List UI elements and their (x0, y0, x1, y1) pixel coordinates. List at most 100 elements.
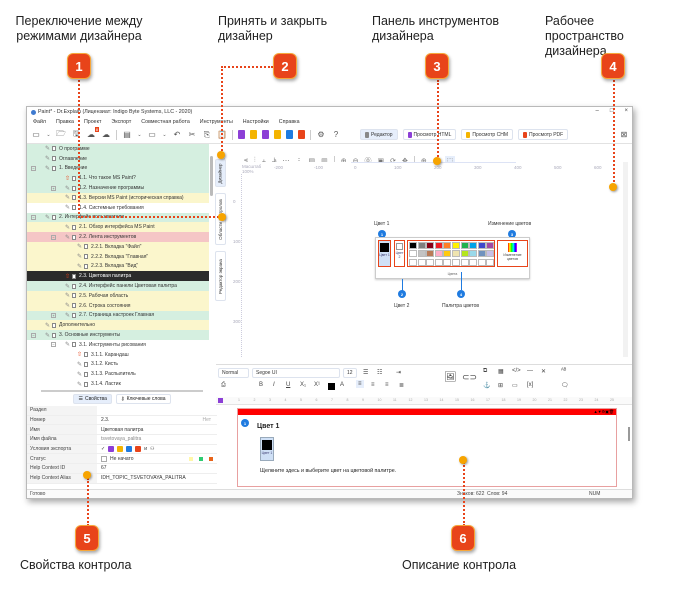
panel-close-icon[interactable]: ⊠ (620, 130, 628, 139)
chevron-down-icon[interactable]: ⌄ (137, 131, 142, 138)
prop-value[interactable]: Цветовая палитра (101, 426, 144, 433)
remove-icon[interactable]: ⊖ (352, 157, 359, 165)
prop-value[interactable]: IDH_TOPIC_TSVETOVAYA_PALITRA (101, 475, 186, 482)
color-swatch[interactable] (452, 242, 460, 249)
book-icon[interactable]: ▭ (32, 130, 40, 139)
color-swatch[interactable] (417, 250, 426, 258)
text-color-icon[interactable] (328, 383, 335, 390)
block-controls[interactable]: ▲▼⚙▣🗑 (593, 409, 614, 414)
tree-export-icon[interactable]: ⚇ (150, 446, 155, 453)
undo-icon[interactable]: ↶ (173, 130, 181, 139)
color-swatch[interactable] (486, 242, 495, 249)
help-icon[interactable]: ? (333, 130, 339, 139)
tree-item[interactable]: ✎2.4. Интерфейс панели Цветовая палитра (27, 281, 209, 291)
word-doc-icon[interactable] (286, 130, 293, 139)
bullet-list-icon[interactable]: ☰ (363, 370, 369, 376)
color1-swatch[interactable]: Цвет 1 (378, 240, 391, 267)
variable-icon[interactable]: [x] (527, 382, 534, 388)
align-top-icon[interactable]: ⫠ (261, 156, 266, 164)
gear-icon[interactable]: ⚙ (317, 130, 325, 139)
tree-item[interactable]: ✎3.1.4. Ластик (27, 379, 209, 389)
view-pdf-button[interactable]: Просмотр PDF (518, 129, 569, 140)
copy-icon[interactable]: ⎘ (203, 129, 211, 139)
menu-tools[interactable]: Инструменты (199, 118, 233, 125)
check-icon[interactable]: ✓ (101, 446, 106, 453)
underline-icon[interactable]: U (286, 382, 291, 388)
cut-icon[interactable]: ✂ (188, 130, 196, 139)
tree-item[interactable]: ⇧3.1.1. Карандаш (27, 349, 209, 360)
chm-export-icon[interactable] (117, 446, 124, 453)
color-swatch[interactable] (426, 258, 435, 266)
close-button[interactable]: × (624, 108, 628, 114)
move-icon[interactable]: ✥ (402, 157, 408, 165)
special-icon[interactable]: ✕ (541, 369, 547, 375)
pdf-export-icon[interactable] (135, 446, 142, 453)
align-right-text-icon[interactable]: ≡ (385, 382, 389, 388)
tree-item[interactable]: +✎2.7. Страница настроек Главная (27, 310, 209, 321)
color-swatch[interactable] (477, 258, 486, 266)
select-icon[interactable]: ⬚ (444, 155, 456, 166)
color-swatch[interactable] (434, 242, 443, 249)
same-height-icon[interactable]: ▥ (321, 157, 328, 165)
tab-properties[interactable]: ☰Свойства (73, 394, 112, 404)
color-swatch[interactable] (426, 250, 435, 258)
zoom-in-icon[interactable]: ⊕ (420, 157, 427, 165)
tree-item[interactable]: ✎2.1. Обзор интерфейса MS Paint (27, 222, 209, 233)
editor-scrollbar[interactable] (628, 427, 630, 441)
status-green[interactable] (199, 456, 203, 461)
justify-icon[interactable]: ≣ (399, 383, 405, 389)
expand-icon[interactable]: + (51, 185, 56, 191)
status-yellow[interactable] (189, 456, 193, 461)
status-orange[interactable] (209, 456, 213, 461)
color-swatch[interactable] (426, 242, 435, 249)
cloud-download-icon[interactable]: ☁ (102, 130, 110, 139)
view-chm-button[interactable]: Просмотр CHM (461, 129, 513, 140)
tree-item[interactable]: ✎3.1.2. Кисть (27, 359, 209, 370)
tree-item[interactable]: ✎2.2.3. Вкладка "Вид" (27, 261, 209, 272)
save-icon[interactable]: 🖫 (72, 128, 80, 138)
tree-item[interactable]: +✎1.2. Назначение программы (27, 183, 209, 193)
chm-doc-icon[interactable] (250, 130, 257, 139)
html-export-icon[interactable] (108, 446, 115, 453)
collapse-icon[interactable]: − (31, 332, 36, 338)
print-icon[interactable]: ⎙ (221, 382, 226, 388)
numbered-list-icon[interactable]: ☷ (377, 370, 383, 376)
add-icon[interactable]: ⊕ (340, 157, 347, 165)
collapse-icon[interactable]: − (51, 234, 56, 240)
same-width-icon[interactable]: ▤ (308, 157, 316, 165)
align-left-text-icon[interactable]: ≡ (356, 380, 364, 388)
color-swatch[interactable] (477, 242, 486, 249)
tree-item[interactable]: ⇧2.3. Цветовая палитра (27, 271, 209, 282)
block-icon[interactable]: ▭ (512, 383, 518, 389)
bold-icon[interactable]: B (259, 382, 264, 388)
tab-keywords[interactable]: ⚷Ключевые слова (115, 394, 171, 404)
color-swatch[interactable] (477, 250, 486, 258)
pdf-doc-icon[interactable] (298, 130, 305, 139)
link-icon[interactable]: ⊂⊃ (462, 372, 478, 382)
color-swatch[interactable] (469, 250, 478, 258)
tree-item[interactable]: ✎3.1.3. Распылитель (27, 369, 209, 380)
font-select[interactable]: Segoe UI (252, 368, 340, 378)
html-doc-icon[interactable] (238, 130, 245, 139)
hr-icon[interactable]: — (527, 368, 533, 374)
prop-value[interactable]: 67 (101, 465, 107, 472)
tree-item[interactable]: ✎1.4. Системные требования (27, 202, 209, 213)
color-swatch[interactable] (452, 250, 460, 258)
tab-designer[interactable]: Дизайнер (215, 159, 226, 187)
anchor-icon[interactable]: ⚓ (483, 383, 491, 389)
marker-4[interactable]: 4 (457, 290, 465, 298)
color-swatch[interactable] (460, 242, 469, 249)
color-swatch[interactable] (409, 250, 417, 258)
prop-value[interactable]: tsvetovaya_palitra (101, 436, 142, 443)
area-icon[interactable]: ▣ (377, 157, 385, 165)
view-editor-button[interactable]: Редактор (360, 129, 398, 140)
indent-icon[interactable]: ⇥ (396, 370, 402, 376)
tree-item[interactable]: ✎2.5. Рабочая область (27, 290, 209, 301)
tree-item[interactable]: ✎2.2.2. Вкладка "Главная" (27, 251, 209, 262)
style-select[interactable]: Normal (218, 368, 249, 378)
prop-value[interactable]: 2.3. (101, 417, 110, 424)
tree-item[interactable]: ✎2.6. Строка состояния (27, 300, 209, 311)
color-swatch[interactable] (417, 242, 426, 249)
yellow-doc-icon[interactable] (274, 130, 281, 139)
